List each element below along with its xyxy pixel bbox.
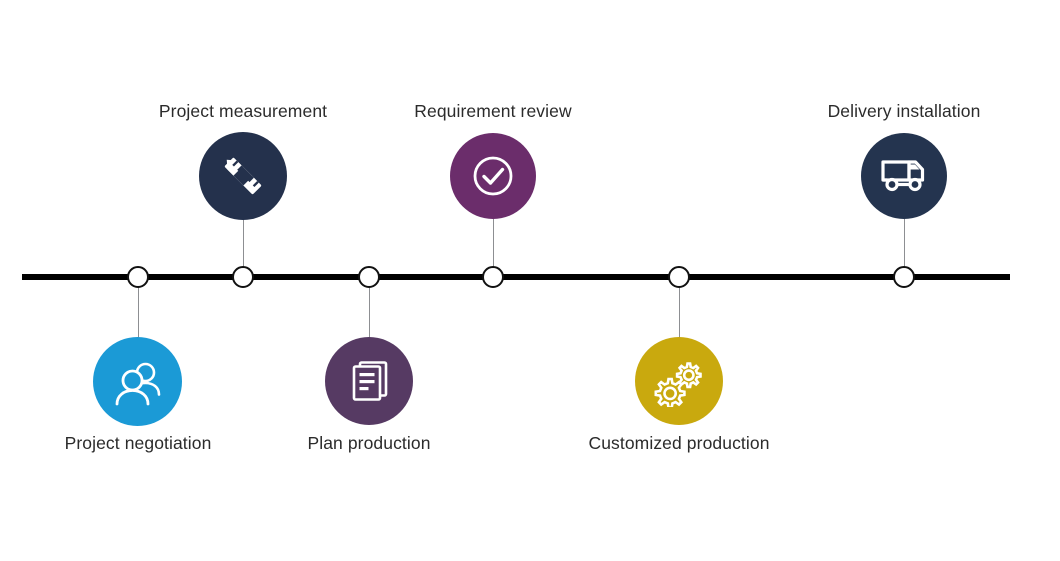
pencil-ruler-icon (217, 150, 269, 202)
timeline-node-delivery-installation[interactable] (893, 266, 915, 288)
connector-stem-requirement-review (492, 212, 494, 274)
connector-stem-plan-production (368, 283, 370, 340)
timeline-node-project-negotiation[interactable] (127, 266, 149, 288)
step-icon-bubble-project-negotiation[interactable] (93, 337, 182, 426)
step-icon-bubble-project-measurement[interactable] (199, 132, 287, 220)
step-caption-requirement-review: Requirement review (414, 101, 572, 121)
timeline-node-customized-production[interactable] (668, 266, 690, 288)
delivery-truck-icon (879, 155, 929, 197)
gears-icon (653, 355, 705, 407)
timeline-node-plan-production[interactable] (358, 266, 380, 288)
connector-stem-project-negotiation (137, 283, 139, 346)
step-icon-bubble-delivery-installation[interactable] (861, 133, 947, 219)
users-group-icon (112, 358, 164, 406)
step-caption-delivery-installation: Delivery installation (827, 101, 981, 121)
step-caption-plan-production: Plan production (307, 433, 431, 453)
connector-stem-customized-production (678, 283, 680, 340)
timeline-node-requirement-review[interactable] (482, 266, 504, 288)
check-circle-icon (468, 151, 518, 201)
step-caption-customized-production: Customized production (588, 433, 770, 453)
step-caption-project-negotiation: Project negotiation (64, 433, 212, 453)
connector-stem-delivery-installation (903, 212, 905, 274)
timeline-axis (22, 274, 1010, 280)
step-caption-project-measurement: Project measurement (158, 101, 328, 121)
connector-stem-project-measurement (242, 212, 244, 274)
timeline-node-project-measurement[interactable] (232, 266, 254, 288)
step-icon-bubble-customized-production[interactable] (635, 337, 723, 425)
step-icon-bubble-plan-production[interactable] (325, 337, 413, 425)
step-icon-bubble-requirement-review[interactable] (450, 133, 536, 219)
documents-stack-icon (345, 357, 393, 405)
